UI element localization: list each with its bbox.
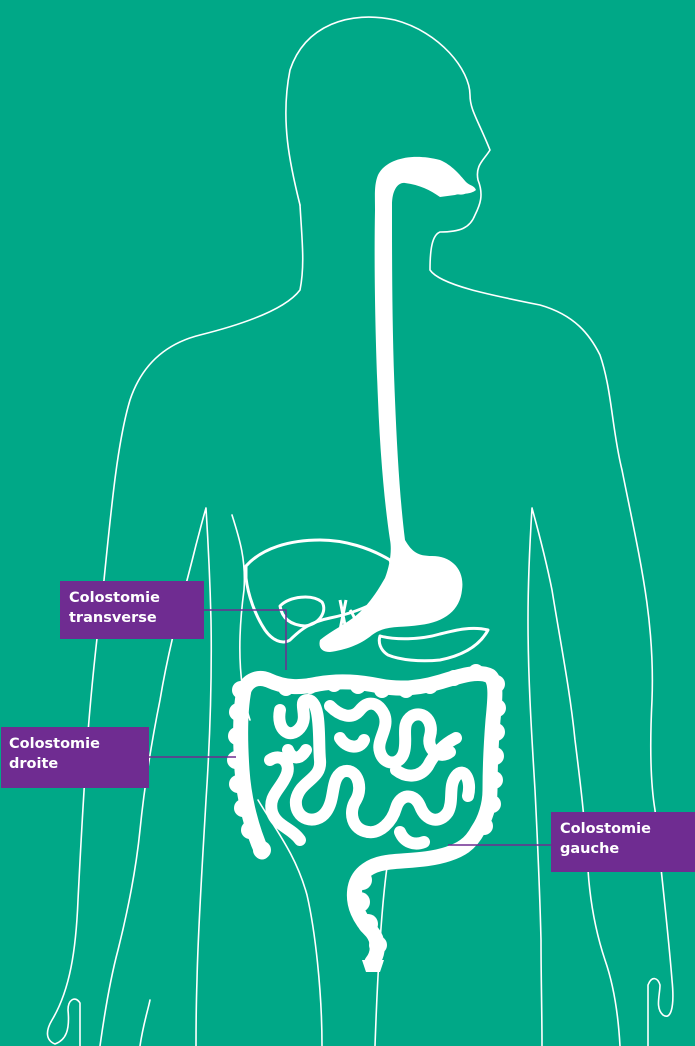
label-line: Colostomie [9,734,141,754]
label-line: gauche [560,839,687,859]
small-intestine [270,700,469,844]
label-line: Colostomie [560,819,687,839]
label-line: droite [9,754,141,774]
colostomie-gauche-label: Colostomie gauche [551,812,695,872]
label-line: transverse [69,608,196,628]
colostomie-droite-label: Colostomie droite [1,727,149,788]
label-line: Colostomie [69,588,196,608]
colostomie-transverse-label: Colostomie transverse [60,581,204,639]
